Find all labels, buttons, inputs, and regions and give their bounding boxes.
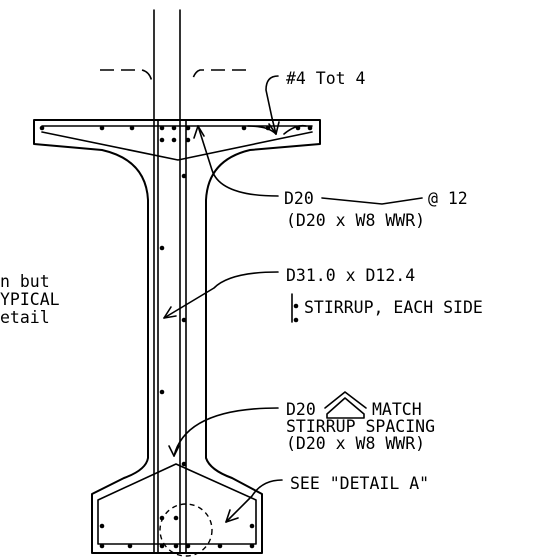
strand-dots: [39, 125, 313, 549]
stirrup-each-side-label: STIRRUP, EACH SIDE: [304, 298, 483, 317]
d20-spacing-label: @ 12: [428, 189, 468, 208]
match-label: MATCH: [372, 400, 422, 419]
detail-a-circle: [159, 503, 213, 557]
left-note-line1: n but: [0, 272, 50, 291]
bar-top-label: #4 Tot 4: [286, 69, 366, 88]
left-note-line3: etail: [0, 308, 50, 327]
leader-d20-bottom: [173, 407, 279, 457]
left-note-line2: YPICAL: [0, 290, 60, 309]
see-detail-label: SEE "DETAIL A": [290, 474, 429, 493]
leader-stirrup: [163, 271, 279, 319]
arrow-d20-bottom: [168, 445, 180, 457]
bottom-flange-stirrup: [97, 463, 257, 545]
stirrup-symbol: [291, 293, 299, 323]
stirrup-spacing-label: STIRRUP SPACING: [286, 417, 435, 436]
arrow-detail-a: [225, 509, 239, 523]
chevron-symbol-bottom: [324, 391, 367, 419]
girder-outline: [33, 119, 321, 554]
leader-detail-a: [225, 479, 283, 523]
arrow-d20-top: [193, 125, 205, 139]
wwr-bottom-label: (D20 x W8 WWR): [286, 434, 425, 453]
stirrup-size-label: D31.0 x D12.4: [286, 266, 415, 285]
d20-bottom-label: D20: [286, 400, 316, 419]
leader-bar-top: [265, 75, 279, 135]
top-break-right: [191, 69, 246, 83]
wwr-top-label: (D20 x W8 WWR): [286, 211, 425, 230]
leader-d20-top: [197, 125, 279, 197]
bent-bar-symbol-top: [321, 197, 423, 205]
top-break-left: [100, 69, 153, 83]
arrow-bar-top: [268, 121, 280, 135]
arrow-stirrup: [163, 306, 177, 319]
d20-top-label: D20: [284, 189, 314, 208]
